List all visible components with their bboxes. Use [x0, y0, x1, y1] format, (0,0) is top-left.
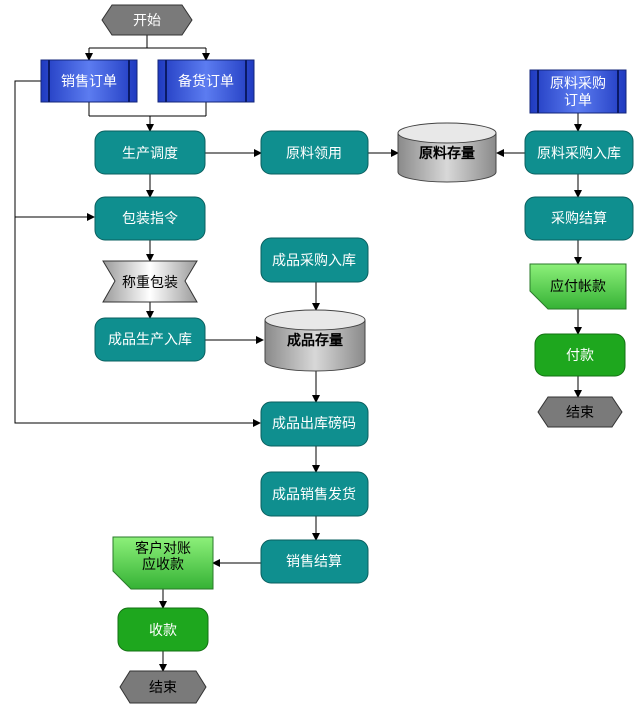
- purchase-settlement-label: 采购结算: [551, 211, 607, 227]
- sales-order-label: 销售订单: [61, 74, 117, 90]
- finished-production-inbound-label: 成品生产入库: [108, 332, 192, 348]
- payment-label: 付款: [566, 348, 594, 364]
- end-bottom-node: 结束: [119, 670, 207, 704]
- end-right-label: 结束: [566, 405, 594, 421]
- packing-instruction-label: 包装指令: [122, 211, 178, 227]
- purchase-inbound-node: 原料采购入库: [524, 130, 634, 175]
- finished-purchase-inbound-label: 成品采购入库: [272, 253, 356, 269]
- purchase-order-node: 原料采购 订单: [529, 69, 627, 114]
- customer-reconciliation-node: 客户对账 应收款: [112, 536, 214, 590]
- stock-order-label: 备货订单: [178, 73, 234, 90]
- finished-shipment-node: 成品销售发货: [260, 471, 369, 517]
- sales-order-node: 销售订单: [40, 59, 138, 103]
- finished-stock-label: 成品存量: [287, 332, 343, 349]
- collection-label: 收款: [149, 623, 177, 639]
- finished-shipment-label: 成品销售发货: [272, 486, 356, 503]
- start-label: 开始: [133, 13, 161, 29]
- material-stock-node: 原料存量: [397, 122, 497, 183]
- material-stock-label: 原料存量: [419, 145, 475, 162]
- weigh-pack-node: 称重包装: [102, 260, 198, 303]
- finished-outbound-label: 成品出库磅码: [272, 415, 356, 432]
- payable-label: 应付帐款: [550, 278, 606, 295]
- purchase-order-label-1: 原料采购: [550, 76, 606, 92]
- finished-purchase-inbound-node: 成品采购入库: [260, 237, 369, 283]
- production-dispatch-node: 生产调度: [94, 130, 206, 175]
- sales-settlement-node: 销售结算: [260, 539, 369, 584]
- stock-order-node: 备货订单: [157, 59, 255, 103]
- customer-reconciliation-label-1: 客户对账: [135, 540, 191, 557]
- packing-instruction-node: 包装指令: [94, 196, 206, 241]
- material-requisition-node: 原料领用: [260, 130, 369, 175]
- end-right-node: 结束: [537, 396, 623, 428]
- end-bottom-label: 结束: [149, 680, 177, 696]
- payable-node: 应付帐款: [529, 263, 627, 310]
- start-node: 开始: [101, 4, 193, 36]
- finished-outbound-node: 成品出库磅码: [260, 401, 369, 447]
- finished-production-inbound-node: 成品生产入库: [94, 317, 206, 362]
- weigh-pack-label: 称重包装: [122, 275, 178, 291]
- collection-node: 收款: [117, 607, 209, 652]
- material-requisition-label: 原料领用: [286, 146, 342, 162]
- customer-reconciliation-label-2: 应收款: [142, 556, 184, 573]
- payment-node: 付款: [534, 333, 626, 377]
- purchase-settlement-node: 采购结算: [524, 196, 634, 241]
- production-dispatch-label: 生产调度: [122, 146, 178, 162]
- finished-stock-node: 成品存量: [264, 309, 366, 372]
- sales-settlement-label: 销售结算: [286, 554, 342, 570]
- purchase-inbound-label: 原料采购入库: [537, 146, 621, 162]
- purchase-order-label-2: 订单: [564, 93, 592, 109]
- connectors: [14, 35, 582, 672]
